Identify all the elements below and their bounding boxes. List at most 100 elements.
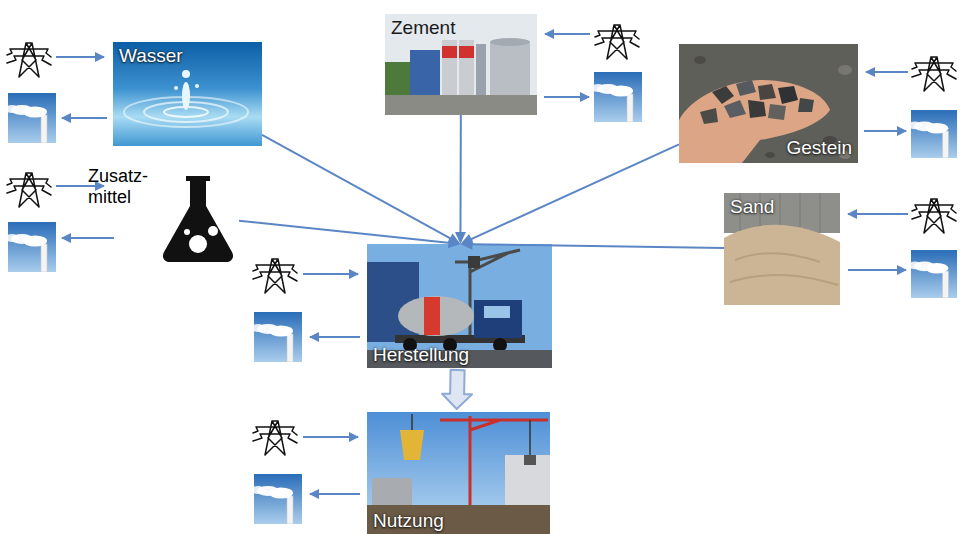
pylon-icon	[253, 421, 297, 455]
chimney-icon	[5, 72, 957, 524]
cement-plant-photo	[385, 14, 537, 115]
use-box: Nutzung	[367, 412, 550, 534]
connector-line	[460, 144, 679, 244]
flow-arrow	[310, 493, 360, 495]
node-label: Wasser	[119, 45, 183, 67]
rock-photo	[758, 84, 776, 100]
rock-photo	[765, 152, 775, 158]
node-label: Gestein	[787, 137, 852, 159]
connector-stroke	[470, 244, 724, 248]
pylon-icon	[912, 57, 956, 91]
cement-plant-photo	[490, 38, 530, 46]
construction-site-photo	[411, 414, 413, 430]
block-arrow-shape	[442, 370, 472, 409]
flow-arrow	[62, 117, 107, 119]
flow-arrow	[56, 34, 908, 494]
pylon-icon	[7, 173, 51, 207]
cement-plant-photo	[459, 46, 474, 58]
chimney-icon	[5, 93, 56, 143]
rock-photo	[778, 86, 798, 104]
rock-photo	[679, 44, 858, 163]
cement-plant-photo	[410, 50, 440, 97]
rock-photo	[736, 80, 756, 96]
rock-photo	[768, 104, 786, 120]
cement-plant-photo	[459, 40, 474, 97]
construction-site-photo	[367, 505, 550, 534]
flow-arrow	[544, 96, 589, 98]
arrow-head	[460, 239, 472, 250]
cement-plant-photo	[442, 40, 457, 97]
pylon-icon	[253, 259, 297, 293]
cement-box: Zement	[385, 14, 537, 115]
sand-photo	[724, 193, 840, 305]
production-box: Herstellung	[367, 244, 552, 368]
flow-arrow	[56, 56, 104, 58]
flask-icon	[208, 226, 218, 236]
construction-site-photo	[524, 455, 536, 465]
construction-site-photo	[367, 412, 550, 534]
rock-photo	[798, 98, 814, 112]
chimney-icon	[251, 474, 302, 524]
pylon-icon	[595, 25, 639, 59]
construction-site-photo	[529, 420, 531, 455]
flask-icon	[163, 176, 233, 262]
construction-site-photo	[505, 455, 550, 510]
arrow-head	[448, 237, 461, 248]
flow-arrow	[866, 71, 908, 73]
rock-photo	[838, 65, 852, 75]
connector-stroke	[262, 135, 452, 239]
node-label: Nutzung	[373, 510, 444, 532]
admixture-box: Zusatz- mittel	[84, 160, 239, 265]
pylon-icon	[7, 25, 956, 455]
connector-line	[455, 115, 466, 244]
production-photo	[367, 244, 552, 368]
production-photo	[424, 297, 440, 335]
connector-line	[239, 221, 460, 249]
production-photo	[367, 244, 552, 368]
flow-arrow	[848, 269, 906, 271]
rock-photo	[712, 86, 734, 104]
flow-arrow	[62, 237, 114, 239]
water-photo	[182, 70, 190, 78]
cement-plant-photo	[476, 44, 486, 97]
connector-stroke	[470, 144, 679, 240]
production-photo	[468, 256, 480, 268]
water-photo	[113, 42, 262, 146]
construction-site-photo	[440, 416, 548, 510]
production-photo	[484, 306, 510, 318]
chimney-icon	[908, 250, 957, 298]
cement-plant-photo	[385, 95, 537, 115]
connector-line	[460, 239, 724, 250]
chimney-icon	[251, 312, 302, 362]
water-photo	[195, 84, 199, 88]
water-photo	[113, 42, 262, 146]
water-photo	[174, 86, 178, 90]
flask-icon	[189, 235, 207, 253]
chimney-icon	[591, 72, 642, 122]
chimney-icon	[908, 110, 957, 158]
cement-plant-photo	[490, 42, 530, 97]
flask-icon	[184, 229, 190, 235]
cement-plant-photo	[442, 46, 457, 58]
cement-plant-photo	[385, 62, 411, 97]
node-label: Sand	[730, 196, 774, 218]
pylon-icon	[7, 43, 51, 77]
rock-photo	[700, 108, 718, 124]
construction-site-photo	[367, 412, 550, 534]
rock-photo	[724, 100, 746, 118]
connector-line	[262, 135, 460, 244]
production-photo	[398, 296, 474, 336]
flow-arrow	[310, 336, 360, 338]
flow-arrow	[303, 273, 358, 275]
block-arrow	[442, 370, 472, 409]
rock-photo	[679, 44, 858, 163]
connector-stroke	[239, 221, 450, 243]
flask-icon	[163, 176, 233, 262]
chimney-icon	[5, 222, 56, 272]
node-label: Zement	[391, 17, 455, 39]
flow-arrow	[545, 33, 590, 35]
water-photo	[182, 82, 190, 110]
